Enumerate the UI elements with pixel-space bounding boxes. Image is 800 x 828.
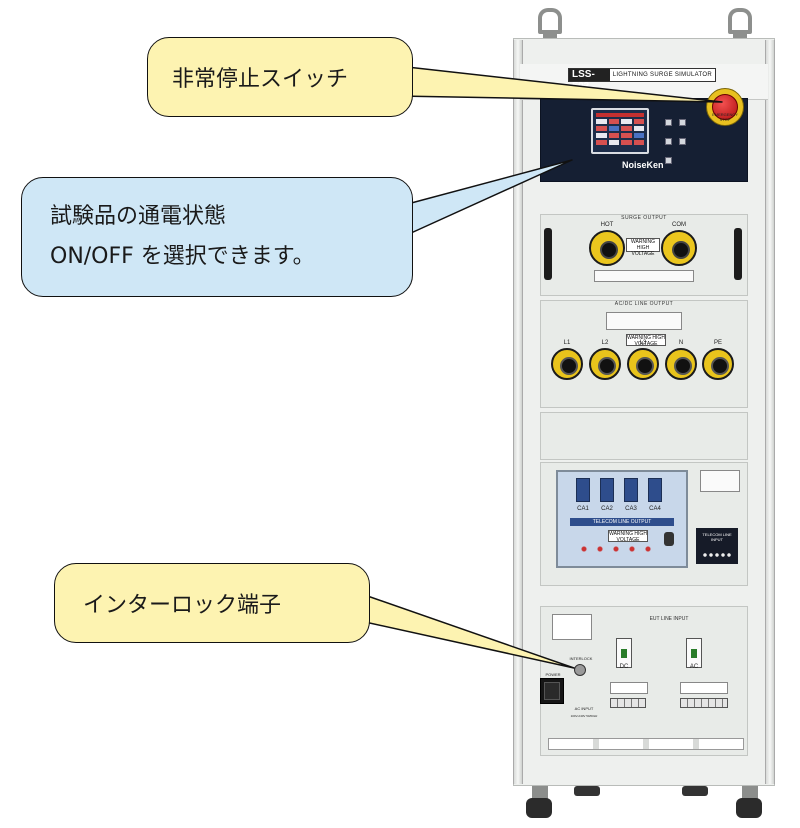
surge-caution-plate xyxy=(594,270,694,282)
surge-output-title: SURGE OUTPUT xyxy=(621,215,667,221)
control-button[interactable] xyxy=(679,119,687,126)
surge-warning-label: WARNING HIGH VOLTAGE xyxy=(626,238,660,257)
callout-dut-power-line1: 試験品の通電状態 xyxy=(50,204,227,229)
surge-output-section: SURGE OUTPUT xyxy=(540,214,748,296)
terminal-pe[interactable] xyxy=(702,348,734,380)
terminal-label-l1: L1 xyxy=(563,340,571,346)
com-terminal-label: COM xyxy=(672,222,686,228)
lifting-eye-left xyxy=(538,8,562,34)
dc-input-plate xyxy=(610,682,648,694)
callout-interlock: インターロック端子 xyxy=(54,563,370,643)
control-buttons xyxy=(664,112,698,164)
relay-label-ca2: CA2 xyxy=(601,506,613,512)
dc-breaker[interactable] xyxy=(616,638,632,668)
handle-left[interactable] xyxy=(544,228,552,280)
power-label: POWER xyxy=(545,672,561,677)
line-monitor-plate xyxy=(606,312,682,330)
telecom-warning-label: WARNING HIGH VOLTAGE xyxy=(608,530,648,543)
terminal-label-l2: L2 xyxy=(601,340,609,346)
relay-ca3 xyxy=(624,478,638,502)
callout-emergency-stop-text: 非常停止スイッチ xyxy=(172,67,349,92)
stop-button[interactable] xyxy=(665,157,672,164)
interlock-connector[interactable] xyxy=(574,664,586,676)
callout-emergency-stop: 非常停止スイッチ xyxy=(147,37,413,117)
ac-breaker[interactable] xyxy=(686,638,702,668)
ac-label: AC xyxy=(689,664,699,670)
leveling-foot xyxy=(682,786,708,796)
relay-ca2 xyxy=(600,478,614,502)
telecom-input-jacks xyxy=(702,552,732,558)
hot-terminal-label: HOT xyxy=(600,222,614,228)
terminal-l2[interactable] xyxy=(589,348,621,380)
line-warning-label: WARNING HIGH VOLTAGE xyxy=(626,334,666,347)
terminal-label-l3: L3 xyxy=(639,340,647,346)
start-button[interactable] xyxy=(679,138,687,145)
eut-line-input-title: EUT LINE INPUT xyxy=(649,616,689,622)
handle-right[interactable] xyxy=(734,228,742,280)
callout-dut-power: 試験品の通電状態 ON/OFF を選択できます。 xyxy=(21,177,413,297)
selector-plate xyxy=(700,470,740,492)
brand-logo: NoiseKen xyxy=(622,160,664,170)
lifting-eye-left-base xyxy=(543,32,557,42)
callout-dut-power-line2: ON/OFF を選択できます。 xyxy=(50,244,315,269)
hot-terminal[interactable] xyxy=(589,230,625,266)
interlock-label: INTERLOCK xyxy=(569,656,593,661)
ac-dc-output-title: AC/DC LINE OUTPUT xyxy=(614,301,674,307)
ac-terminal-block[interactable] xyxy=(680,698,728,708)
dc-label: DC xyxy=(619,664,629,670)
terminal-n[interactable] xyxy=(665,348,697,380)
frame-post-left xyxy=(513,40,523,784)
relay-ca1 xyxy=(576,478,590,502)
touchscreen-display[interactable] xyxy=(591,108,649,154)
control-button[interactable] xyxy=(665,138,672,145)
lifting-eye-right-base xyxy=(733,32,747,42)
model-name: LSS-F03 xyxy=(569,69,610,92)
bottom-warning-labels xyxy=(548,738,744,750)
frame-post-right xyxy=(765,40,775,784)
ac-input-plate xyxy=(680,682,728,694)
model-subtitle: LIGHTNING SURGE SIMULATOR xyxy=(612,72,712,78)
caster-wheel xyxy=(526,798,552,818)
rating-plate xyxy=(552,614,592,640)
caster-wheel xyxy=(736,798,762,818)
emergency-stop-text: EMERGENCY STOP xyxy=(712,112,738,122)
dc-terminal-block[interactable] xyxy=(610,698,646,708)
control-button[interactable] xyxy=(665,119,672,126)
model-label: LSS-F03 LIGHTNING SURGE SIMULATOR xyxy=(568,68,716,92)
terminal-l3[interactable] xyxy=(627,348,659,380)
relay-label-ca4: CA4 xyxy=(649,506,661,512)
relay-label-ca1: CA1 xyxy=(577,506,589,512)
terminal-label-n: N xyxy=(678,340,684,346)
telecom-input-box xyxy=(696,528,738,564)
callout-interlock-text: インターロック端子 xyxy=(83,593,282,618)
telecom-output-title: TELECOM LINE OUTPUT xyxy=(570,518,674,526)
com-terminal[interactable] xyxy=(661,230,697,266)
terminal-label-pe: PE xyxy=(713,340,722,346)
lifting-eye-right xyxy=(728,8,752,34)
ac-input-spec: 100V-240V 50/60Hz xyxy=(570,714,598,718)
telecom-red-jacks xyxy=(576,546,656,552)
screen-button-grid xyxy=(596,119,644,145)
relay-ca4 xyxy=(648,478,662,502)
ac-input-label: AC INPUT xyxy=(574,706,594,711)
power-inlet[interactable] xyxy=(544,682,560,700)
leveling-foot xyxy=(574,786,600,796)
screen-header-bar xyxy=(596,113,644,117)
relay-label-ca3: CA3 xyxy=(625,506,637,512)
telecom-knob[interactable] xyxy=(664,532,674,546)
terminal-l1[interactable] xyxy=(551,348,583,380)
blank-panel xyxy=(540,412,748,460)
telecom-input-label: TELECOM LINE INPUT xyxy=(702,532,732,542)
